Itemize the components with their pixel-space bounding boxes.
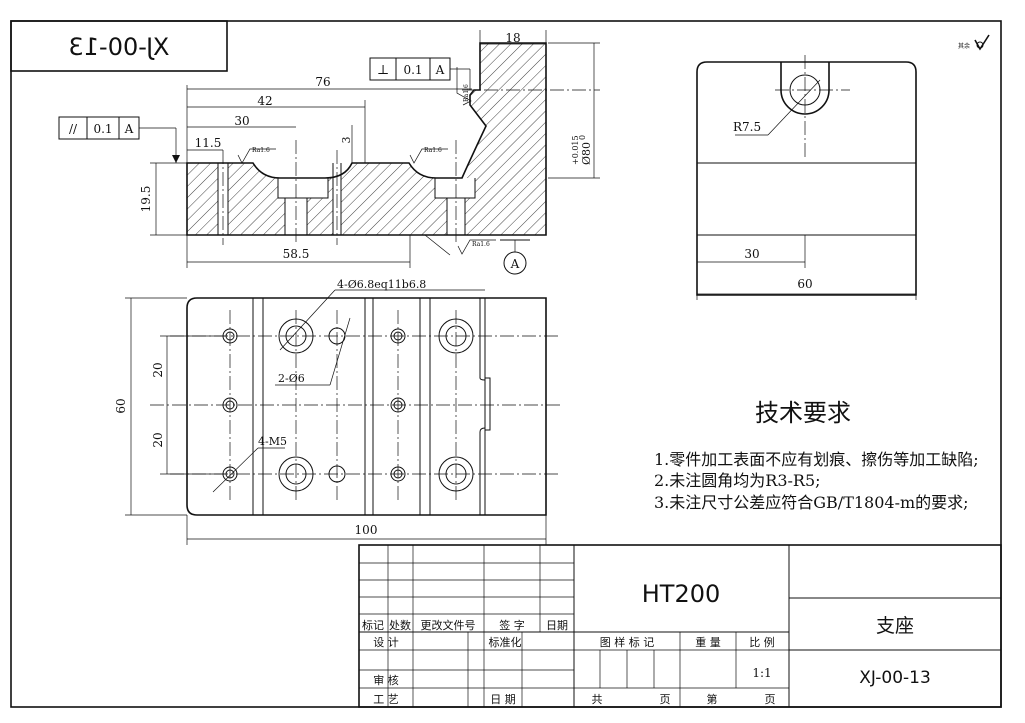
label-process: 工 艺 [373,693,399,706]
dim-18: 18 [505,31,520,45]
rev-header-sign: 签 字 [499,618,525,632]
label-weight: 重 量 [695,635,721,649]
dim-42: 42 [257,94,272,108]
dim-plan-100: 100 [355,523,378,537]
label-mark: 图 样 标 记 [600,635,655,649]
perp-value: 0.1 [403,63,422,77]
svg-text:Ra1.6: Ra1.6 [472,241,490,248]
dim-d80: Ø80 [580,142,593,165]
par-datum: A [124,122,134,136]
plan-view: 4-Ø6.8eq11b6.8 2-Ø6 4-M5 20 20 60 100 [114,278,560,545]
svg-text:Ra1.6: Ra1.6 [424,147,442,154]
dim-plan-60: 60 [114,398,128,413]
drawing-number-mirrored: XJ-00-13 [68,33,169,61]
dim-side-60: 60 [797,277,812,291]
roughness-mark-2: Ra1.6 [409,147,448,164]
label-scale: 比 例 [749,635,775,649]
svg-text:Ra1.6: Ra1.6 [463,84,470,102]
dim-58-5: 58.5 [283,247,310,261]
parallelism-frame: // 0.1 A [58,116,180,163]
dim-3: 3 [340,137,353,144]
title-block: 标记 处数 更改文件号 签 字 日期 设 计 标准化 审 核 工 艺 日 期 H… [358,544,1002,708]
datum-a: A [500,239,530,275]
tech-title: 技术要求 [755,399,851,427]
dim-plan-20b: 20 [151,432,165,447]
dim-76: 76 [315,75,330,89]
label-date: 日 期 [490,693,516,706]
perp-symbol: ⊥ [377,63,389,78]
par-value: 0.1 [93,122,112,136]
scale-value: 1:1 [752,666,771,680]
tech-item-2: 2.未注圆角均为R3-R5; [654,471,821,490]
dim-11-5: 11.5 [195,136,222,150]
part-name: 支座 [876,615,914,637]
perp-datum: A [435,63,445,77]
dim-r7-5: R7.5 [733,120,761,134]
dim-side-30: 30 [744,247,759,261]
side-view: R7.5 30 60 [696,55,917,300]
label-standard: 标准化 [489,635,522,649]
roughness-mark-3: Ra1.6 [456,67,472,106]
dim-d80-tol-lower: 0 [578,135,587,140]
technical-requirements: 技术要求 1.零件加工表面不应有划痕、擦伤等加工缺陷; 2.未注圆角均为R3-R… [654,399,979,512]
rev-header-date: 日期 [546,619,568,632]
drawing-number: XJ-00-13 [859,668,931,688]
dim-30: 30 [234,114,249,128]
rev-header-mark: 标记 [362,618,384,632]
label-hole4: 4-Ø6.8eq11b6.8 [337,278,426,291]
label-total: 共 [592,693,603,706]
rev-header-count: 处数 [389,619,411,632]
par-symbol: // [69,122,78,136]
label-hole2: 2-Ø6 [278,372,305,385]
dim-19-5: 19.5 [139,186,153,213]
label-thread4: 4-M5 [258,435,287,448]
material: HT200 [642,580,721,608]
label-no: 第 [707,692,718,706]
dim-d80-tol-upper: +0.015 [571,135,580,165]
label-sheet: 页 [660,693,671,706]
tech-item-1: 1.零件加工表面不应有划痕、擦伤等加工缺陷; [654,450,979,469]
label-sheet-2: 页 [765,693,776,706]
label-check: 审 核 [373,673,399,687]
roughness-mark-4: Ra1.6 [424,234,496,256]
dim-plan-20a: 20 [151,362,165,377]
svg-text:Ra1.6: Ra1.6 [252,147,270,154]
tech-item-3: 3.未注尺寸公差应符合GB/T1804-m的要求; [654,493,969,512]
drawing-number-box: XJ-00-13 [10,20,228,72]
corner-roughness-symbol: 其余 [958,34,990,51]
label-design: 设 计 [373,636,399,649]
roughness-mark-1: Ra1.6 [237,147,276,164]
datum-label: A [510,257,520,271]
perpendicularity-frame: ⊥ 0.1 A [369,57,471,90]
corner-roughness-label: 其余 [958,42,970,50]
front-section-view: 18 76 42 30 11.5 3 19.5 58.5 Ø80 +0. [58,30,600,275]
rev-header-file: 更改文件号 [421,618,476,632]
